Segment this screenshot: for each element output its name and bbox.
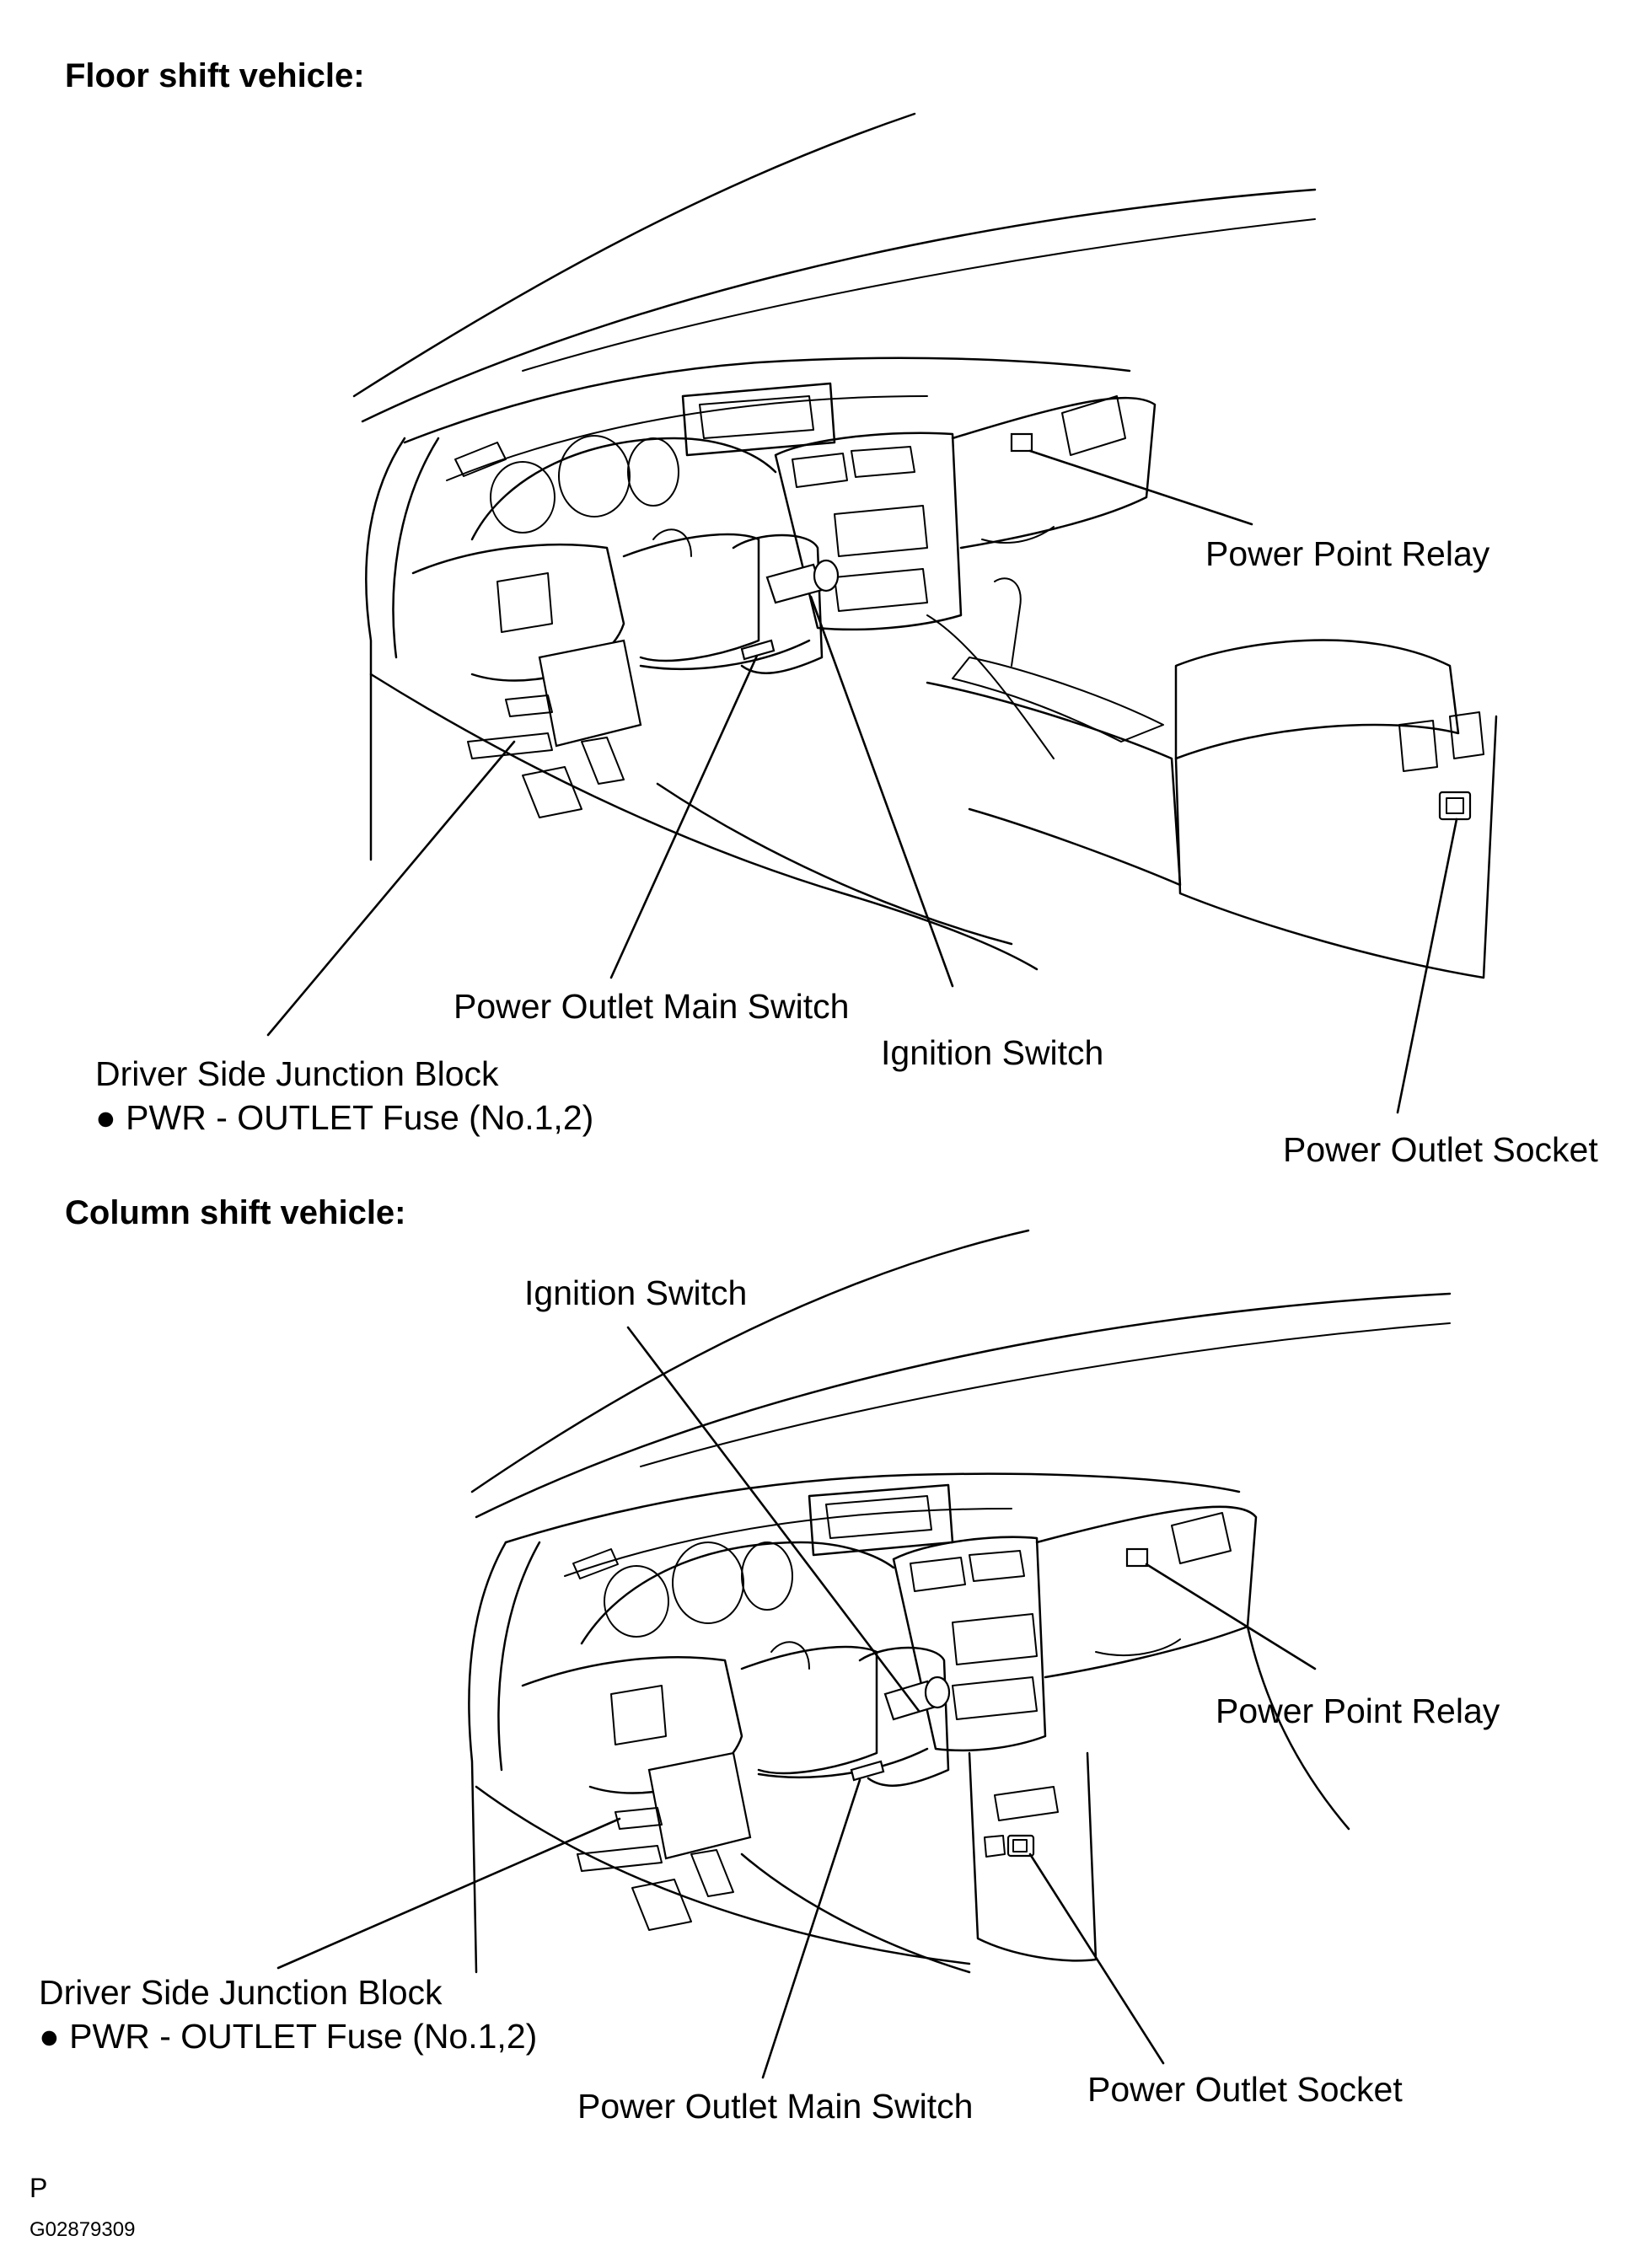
floor-ignition-switch-label: Ignition Switch — [881, 1033, 1104, 1072]
floor-power-outlet-main-switch-label: Power Outlet Main Switch — [454, 987, 850, 1026]
column-power-outlet-main-switch-label: Power Outlet Main Switch — [577, 2087, 974, 2126]
floor-power-point-relay-label: Power Point Relay — [1205, 534, 1490, 573]
column-ignition-switch-label: Ignition Switch — [524, 1273, 748, 1312]
column-shift-dashboard-illustration — [468, 1229, 1452, 1974]
floor-driver-side-junction-block-label: Driver Side Junction Block — [95, 1054, 499, 1093]
figure-code: G02879309 — [30, 2218, 136, 2241]
column-driver-side-junction-block-label: Driver Side Junction Block — [39, 1973, 443, 2012]
floor-pwr-outlet-fuse-label: ● PWR - OUTLET Fuse (No.1,2) — [95, 1098, 594, 1137]
column-pwr-outlet-fuse-label: ● PWR - OUTLET Fuse (No.1,2) — [39, 2017, 538, 2056]
column-power-outlet-socket-label: Power Outlet Socket — [1087, 2070, 1403, 2109]
column-power-point-relay-label: Power Point Relay — [1216, 1692, 1500, 1730]
floor-shift-heading: Floor shift vehicle: — [65, 57, 365, 94]
column-shift-heading: Column shift vehicle: — [65, 1194, 406, 1231]
floor-power-outlet-socket-label: Power Outlet Socket — [1283, 1130, 1598, 1169]
floor-shift-leader-lines — [266, 449, 1458, 1114]
floor-shift-dashboard-illustration — [352, 112, 1498, 979]
column-shift-leader-lines — [276, 1326, 1317, 2079]
page-marker: P — [30, 2173, 48, 2203]
